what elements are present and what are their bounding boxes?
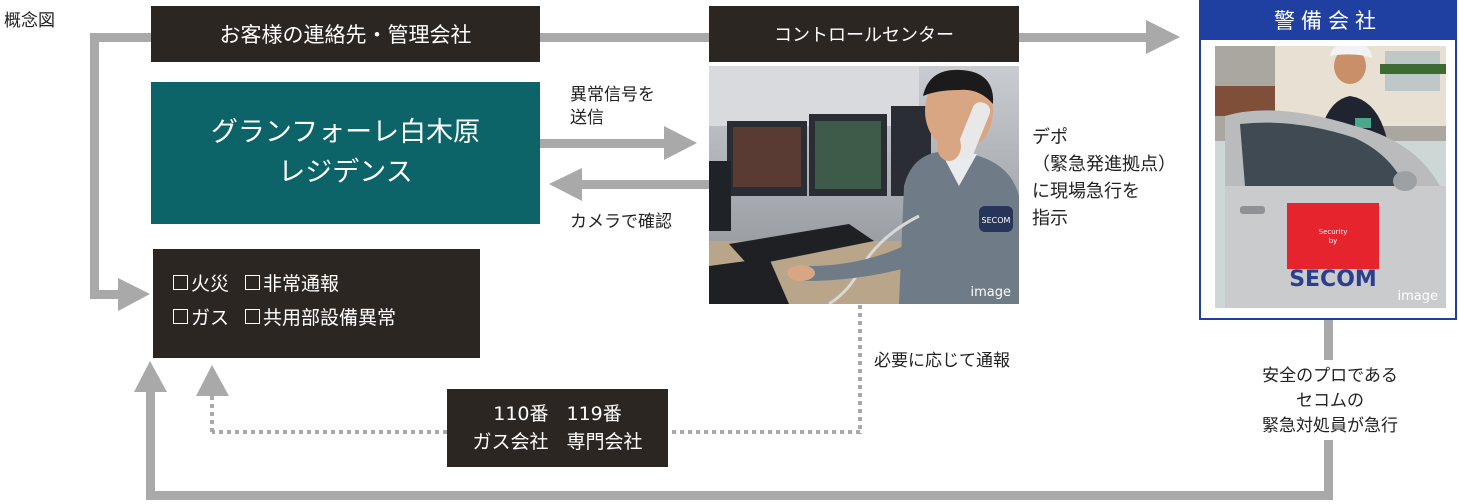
door-text-line1: Security <box>1319 228 1348 236</box>
left-loop-arrowhead <box>118 278 150 311</box>
emergency-contacts-node: 110番 119番 ガス会社 専門会社 <box>447 389 668 467</box>
guard-and-car-illustration: Security by SECOM <box>1215 46 1446 308</box>
camera-check-label: カメラで確認 <box>570 212 672 232</box>
alarm-item: 火災 <box>173 269 229 296</box>
depot-line3: に現場急行を <box>1032 181 1140 202</box>
checkbox-icon <box>173 308 188 324</box>
camera-arrowhead <box>549 168 582 201</box>
control-to-security-line <box>1019 33 1147 42</box>
control-center-photo: SECOM image <box>709 66 1019 304</box>
depot-line1: デポ <box>1032 127 1068 148</box>
checkbox-icon <box>245 274 261 290</box>
bottom-loop-left-vertical <box>146 390 155 500</box>
police-number: 110番 <box>493 403 549 425</box>
alarm-label-gas: ガス <box>191 306 230 329</box>
bottom-loop-arrowhead <box>134 361 167 392</box>
dotted-route-arrowhead <box>196 365 229 396</box>
residence-node: グランフォーレ白木原 レジデンス <box>151 82 540 224</box>
patch-logo: SECOM <box>982 216 1011 225</box>
bottom-loop-right-vertical <box>1324 320 1333 360</box>
checkbox-icon <box>245 308 261 324</box>
depot-line2: （緊急発進拠点） <box>1032 154 1176 175</box>
alarm-item: 非常通報 <box>245 269 339 296</box>
security-guard-photo: Security by SECOM image <box>1215 46 1446 308</box>
bottom-loop-horizontal <box>146 491 1333 500</box>
residence-name-line1: グランフォーレ白木原 <box>210 117 481 148</box>
alarm-label-fire: 火災 <box>191 272 230 295</box>
camera-line <box>580 180 710 189</box>
specialist-company: 専門会社 <box>566 431 643 453</box>
contact-node: お客様の連絡先・管理会社 <box>151 6 540 62</box>
left-loop-bottom <box>90 290 120 299</box>
residence-name-line2: レジデンス <box>278 157 413 188</box>
send-signal-line <box>540 139 666 148</box>
alarm-label-equipment: 共用部設備異常 <box>263 306 397 329</box>
alarm-item: 共用部設備異常 <box>245 303 396 330</box>
control-to-security-arrowhead <box>1146 20 1180 54</box>
operator-illustration: SECOM <box>709 66 1019 304</box>
left-loop-vertical <box>90 33 99 299</box>
bottom-loop-right-vertical-lower <box>1324 440 1333 500</box>
contacts-row: 110番 119番 <box>493 400 622 428</box>
send-signal-line2: 送信 <box>570 108 604 128</box>
left-loop-top <box>90 33 152 42</box>
guard-rush-line2: セコムの <box>1296 391 1364 411</box>
depot-line4: 指示 <box>1032 208 1068 229</box>
send-signal-line1: 異常信号を <box>570 85 655 105</box>
security-company-title: 警備会社 <box>1199 0 1457 40</box>
image-caption: image <box>970 285 1012 300</box>
notify-label: 必要に応じて通報 <box>874 351 1010 371</box>
alarm-row: ガス 共用部設備異常 <box>173 299 480 333</box>
send-signal-label: 異常信号を 送信 <box>570 84 655 130</box>
door-text-line2: by <box>1329 237 1338 245</box>
contact-to-control-line <box>540 33 710 42</box>
control-center-node: コントロールセンター <box>709 6 1019 62</box>
image-caption: image <box>1397 289 1439 304</box>
gas-company: ガス会社 <box>472 431 549 453</box>
page-title: 概念図 <box>4 11 55 31</box>
guard-rush-label: 安全のプロである セコムの 緊急対処員が急行 <box>1232 364 1428 439</box>
depot-label: デポ （緊急発進拠点） に現場急行を 指示 <box>1032 124 1176 232</box>
alarm-item: ガス <box>173 303 229 330</box>
guard-rush-line1: 安全のプロである <box>1262 366 1398 386</box>
fire-number: 119番 <box>566 403 622 425</box>
contacts-row: ガス会社 専門会社 <box>472 428 642 456</box>
checkbox-icon <box>173 274 188 290</box>
alarm-types-node: 火災 非常通報 ガス 共用部設備異常 <box>153 249 480 358</box>
send-signal-arrowhead <box>664 126 697 160</box>
guard-rush-line3: 緊急対処員が急行 <box>1262 416 1398 436</box>
alarm-label-emergency: 非常通報 <box>263 272 340 295</box>
door-logo: SECOM <box>1289 267 1377 292</box>
alarm-row: 火災 非常通報 <box>173 265 480 299</box>
